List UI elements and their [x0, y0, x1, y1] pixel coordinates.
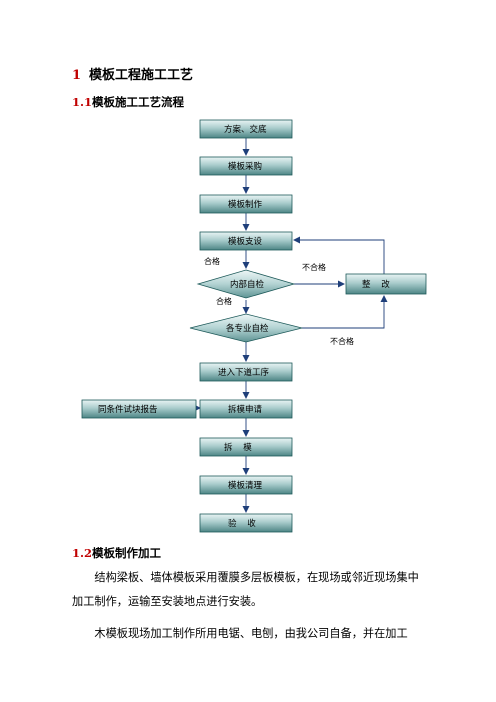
test-report-box: [81, 399, 197, 419]
step-label-5: 内部自检: [230, 279, 265, 290]
step-label-1: 方案、交底: [224, 124, 267, 135]
section-title: 模板工程施工工艺: [89, 68, 194, 83]
section-number: 1: [72, 68, 82, 83]
step-label-7: 进入下道工序: [218, 367, 270, 378]
step-label-11: 验 收: [228, 518, 256, 529]
test-report-label: 同条件试块报告: [98, 404, 158, 415]
step-procurement: [199, 156, 293, 176]
subsection-heading-1-2: 1.2模板制作加工: [72, 545, 161, 561]
section-heading-1: 1 模板工程施工工艺: [72, 64, 193, 83]
step-next-process: [199, 362, 293, 382]
step-label-6: 各专业自检: [226, 323, 269, 334]
arrow-rework: [293, 236, 385, 274]
step-fabrication: [199, 194, 293, 214]
step-demold-request: [199, 399, 293, 419]
step-plan-briefing: [199, 119, 293, 139]
subsection-title: 模板制作加工: [92, 546, 162, 560]
step-rectify: [345, 273, 427, 295]
paragraph-2: 木模板现场加工制作所用电锯、电刨，由我公司自备，并在加工: [94, 627, 408, 640]
step-label-9: 拆 模: [224, 442, 252, 453]
pass-label-2: 合格: [216, 296, 232, 306]
fail-label-2: 不合格: [330, 336, 354, 346]
arrow-fail-2: [300, 295, 388, 329]
fail-label-1: 不合格: [302, 262, 326, 272]
step-label-10: 模板清理: [228, 480, 263, 491]
decision-internal-inspection: [196, 269, 296, 299]
subsection-title: 模板施工工艺流程: [92, 95, 185, 109]
process-flowchart: 方案、交底 模板采购 模板制作 模板支设 内部自检 各专业自检 进入下道工序 拆…: [81, 119, 427, 533]
step-acceptance: [199, 513, 293, 533]
subsection-number: 1.1: [72, 95, 93, 109]
rectify-label: 整 改: [362, 279, 390, 290]
step-label-2: 模板采购: [228, 161, 262, 172]
step-demold: [199, 437, 293, 457]
step-cleaning: [199, 475, 293, 495]
step-erection: [199, 231, 293, 251]
subsection-heading-1-1: 1.1模板施工工艺流程: [72, 94, 184, 110]
subsection-number: 1.2: [72, 546, 93, 560]
step-label-3: 模板制作: [228, 199, 263, 210]
decision-trade-inspection: [189, 313, 303, 343]
pass-label-1: 合格: [204, 256, 220, 266]
step-label-8: 拆模申请: [228, 404, 263, 415]
step-label-4: 模板支设: [228, 236, 263, 247]
paragraph-1: 结构梁板、墙体模板采用覆膜多层板模板，在现场或邻近现场集中加工制作，运输至安装地…: [72, 571, 419, 608]
